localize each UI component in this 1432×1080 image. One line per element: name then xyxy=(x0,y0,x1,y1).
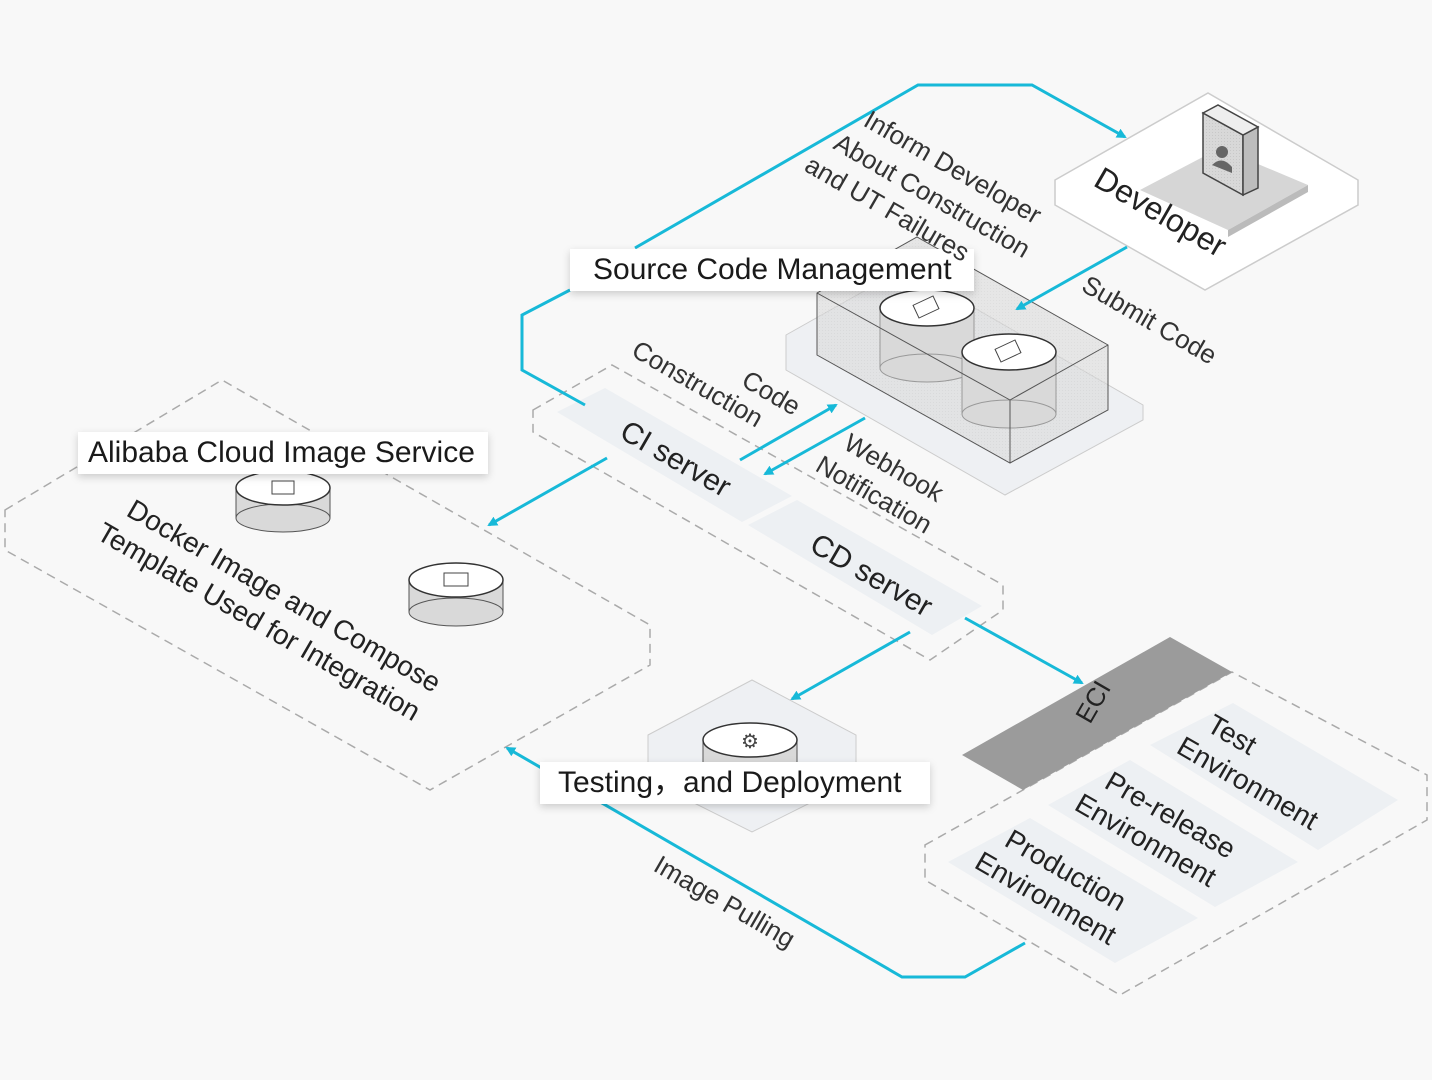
ci-to-image-arrow xyxy=(487,456,608,527)
image-service-region xyxy=(4,379,651,791)
developer-node[interactable] xyxy=(1054,92,1359,291)
submit-code-arrow xyxy=(1015,245,1128,311)
image-service-title: Alibaba Cloud Image Service xyxy=(88,436,475,469)
pre-release-environment-tile[interactable] xyxy=(1048,760,1298,907)
ci-cd-region xyxy=(532,364,1004,661)
webhook-arrow xyxy=(763,416,866,476)
user-card-icon xyxy=(1201,104,1260,197)
test-environment-tile[interactable] xyxy=(1150,703,1398,850)
inform-flow-arrow xyxy=(520,288,586,407)
inform-flow-arrow-top xyxy=(634,83,1127,250)
scm-node[interactable] xyxy=(785,236,1144,496)
cd-to-eci-arrow xyxy=(964,616,1084,685)
gear-icon: ⚙ xyxy=(741,731,759,753)
cd-to-testing-arrow xyxy=(790,630,911,701)
image-service-title-box xyxy=(78,432,488,474)
image-registry-icon xyxy=(235,470,331,533)
environment-region xyxy=(924,637,1428,996)
image-pulling-arrow xyxy=(505,746,1026,979)
flow-lines xyxy=(487,83,1128,979)
scm-title-box xyxy=(570,249,974,291)
testing-title: Testing，and Deployment xyxy=(558,766,902,799)
ci-server-tile[interactable] xyxy=(557,388,792,522)
compose-template-icon xyxy=(408,562,504,627)
code-construction-arrow xyxy=(739,403,838,462)
testing-title-box xyxy=(540,762,930,804)
production-environment-tile[interactable] xyxy=(948,818,1198,963)
eci-bar[interactable] xyxy=(962,637,1232,790)
scm-title: Source Code Management xyxy=(593,253,952,286)
cd-server-tile[interactable] xyxy=(748,500,982,635)
